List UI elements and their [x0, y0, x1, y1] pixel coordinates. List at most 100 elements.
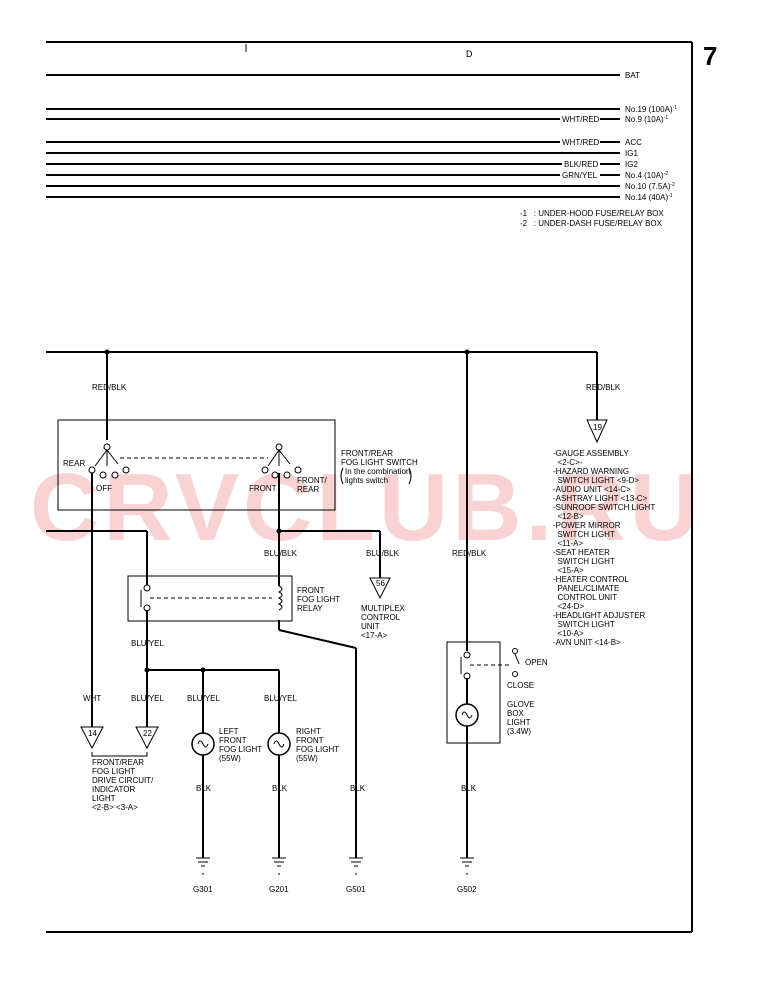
rail-fuse4-wire: GRN/YEL: [562, 171, 598, 180]
switch-off-label: OFF: [96, 484, 112, 493]
svg-text:G501: G501: [346, 885, 366, 894]
fog-light-switch-box: [57, 419, 336, 511]
connector-56-ref: 56: [376, 579, 385, 588]
relay-label-1: FRONT: [297, 586, 325, 595]
switch-title-bracket-left: [340, 467, 344, 485]
footnote-2: -2 : UNDER-DASH FUSE/RELAY BOX: [520, 219, 663, 228]
rail-acc-label: ACC: [625, 138, 642, 147]
rail-fuse9-label: No.9 (10A)-1: [625, 115, 668, 124]
rail-fuse10-label: No.10 (7.5A)-2: [625, 182, 675, 191]
switch-rear-contact: [88, 466, 96, 474]
fog-light-relay-box: [127, 575, 293, 622]
svg-text:-SUNROOF SWITCH LIGHT: -SUNROOF SWITCH LIGHT: [553, 503, 655, 512]
svg-text:-ASHTRAY LIGHT <13-C>: -ASHTRAY LIGHT <13-C>: [553, 494, 648, 503]
rail-bat-label: BAT: [625, 71, 640, 80]
glove-label-2: BOX: [507, 709, 525, 718]
rail-acc-wire: WHT/RED: [562, 138, 600, 147]
footnote-1: -1 : UNDER-HOOD FUSE/RELAY BOX: [520, 209, 664, 218]
svg-text:-GAUGE ASSEMBLY: -GAUGE ASSEMBLY: [553, 449, 630, 458]
glove-plunger-bottom: [512, 671, 518, 677]
svg-text:G201: G201: [269, 885, 289, 894]
column-label-d: D: [466, 49, 473, 59]
connector-14-symbol: [80, 726, 104, 750]
switch-arm-front: [106, 449, 119, 465]
switch-title-3: In the combination: [345, 467, 410, 476]
rail-fuse14-label: No.14 (40A)-1: [625, 193, 673, 202]
svg-text:CONTROL UNIT: CONTROL UNIT: [553, 593, 617, 602]
switch-rear-label: REAR: [63, 459, 85, 468]
switch2-arm-a: [267, 449, 280, 467]
wire-coil-ground-diag: [278, 629, 357, 649]
connector-14-ref: 14: [88, 729, 97, 738]
connector-56-symbol: [369, 577, 391, 600]
relay-label-3: RELAY: [297, 604, 323, 613]
svg-text:<2-C>-: <2-C>-: [553, 458, 583, 467]
glove-filament: [461, 711, 473, 719]
left-fog-label-3: FOG LIGHT: [219, 745, 262, 754]
svg-text:FOG LIGHT: FOG LIGHT: [92, 767, 135, 776]
switch-common-terminal: [103, 443, 111, 451]
switch-title-1: FRONT/REAR: [341, 449, 393, 458]
glove-label-1: GLOVE: [507, 700, 535, 709]
right-fog-filament: [273, 740, 285, 748]
svg-text:SWITCH LIGHT <9-D>: SWITCH LIGHT <9-D>: [553, 476, 639, 485]
multiplex-line-3: UNIT: [361, 622, 380, 631]
svg-text:-HEADLIGHT ADJUSTER: -HEADLIGHT ADJUSTER: [553, 611, 646, 620]
connector-22-symbol: [135, 726, 159, 750]
wire-blk-g301-label: BLK: [196, 784, 212, 793]
wire-red-blk-left-label: RED/BLK: [92, 383, 127, 392]
rail-fuse19-label: No.19 (100A)-1: [625, 105, 677, 114]
switch-title-2: FOG LIGHT SWITCH: [341, 458, 418, 467]
svg-text:SWITCH LIGHT: SWITCH LIGHT: [553, 620, 615, 629]
left-fog-label-2: FRONT: [219, 736, 247, 745]
glove-plunger-top: [512, 648, 518, 654]
switch2-contact-4: [294, 466, 302, 474]
switch2-contact-1: [261, 466, 269, 474]
wire-blu-yel-right-fog-label: BLU/YEL: [264, 694, 297, 703]
right-fog-label-3: FOG LIGHT: [296, 745, 339, 754]
glove-close-label: CLOSE: [507, 681, 534, 690]
svg-text:-POWER MIRROR: -POWER MIRROR: [553, 521, 621, 530]
svg-text:-SEAT HEATER: -SEAT HEATER: [553, 548, 610, 557]
watermark: CRVCLUB.RU: [30, 454, 703, 561]
rail-fuse4-label: No.4 (10A)-2: [625, 171, 668, 180]
svg-text:INDICATOR: INDICATOR: [92, 785, 135, 794]
glove-switch-top: [463, 651, 471, 659]
svg-text:<11-A>: <11-A>: [553, 539, 583, 548]
left-fog-filament: [197, 740, 209, 748]
right-fog-label-1: RIGHT: [296, 727, 321, 736]
svg-text:G502: G502: [457, 885, 477, 894]
connector-19-ref: 19: [593, 423, 602, 432]
right-fog-label-2: FRONT: [296, 736, 324, 745]
rail-ig2-wire: BLK/RED: [564, 160, 598, 169]
glove-label-3: LIGHT: [507, 718, 531, 727]
switch2-arm-c: [278, 449, 291, 465]
wire-blk-g501-label: BLK: [350, 784, 366, 793]
ground-g502: G502: [457, 857, 477, 894]
relay-label-2: FOG LIGHT: [297, 595, 340, 604]
glove-plunger-arm: [514, 653, 520, 665]
left-fog-label-1: LEFT: [219, 727, 239, 736]
switch-arm-rear: [94, 449, 108, 467]
relay-contact-top: [143, 584, 151, 592]
wire-blk-g201-label: BLK: [272, 784, 288, 793]
multiplex-line-2: CONTROL: [361, 613, 401, 622]
wire-wht-label: WHT: [83, 694, 101, 703]
connector-22-ref: 22: [143, 729, 152, 738]
svg-text:-AUDIO UNIT <14-C>: -AUDIO UNIT <14-C>: [553, 485, 631, 494]
switch-off-contact: [99, 471, 107, 479]
rail-ig1-label: IG1: [625, 149, 638, 158]
svg-text:DRIVE CIRCUIT/: DRIVE CIRCUIT/: [92, 776, 154, 785]
svg-text:-AVN UNIT <14-B>: -AVN UNIT <14-B>: [553, 638, 621, 647]
wire-blu-yel-left-fog-label: BLU/YEL: [187, 694, 220, 703]
svg-text:FRONT/REAR: FRONT/REAR: [92, 758, 144, 767]
rail-fuse9-wire: WHT/RED: [562, 115, 600, 124]
switch-front-rear-label-2: REAR: [297, 485, 319, 494]
switch-front-contact: [111, 471, 119, 479]
svg-text:G301: G301: [193, 885, 213, 894]
glove-open-label: OPEN: [525, 658, 548, 667]
wire-red-blk-right: RED/BLK: [586, 383, 621, 392]
rail-ig2-label: IG2: [625, 160, 638, 169]
svg-text:<12-B>: <12-B>: [553, 512, 584, 521]
